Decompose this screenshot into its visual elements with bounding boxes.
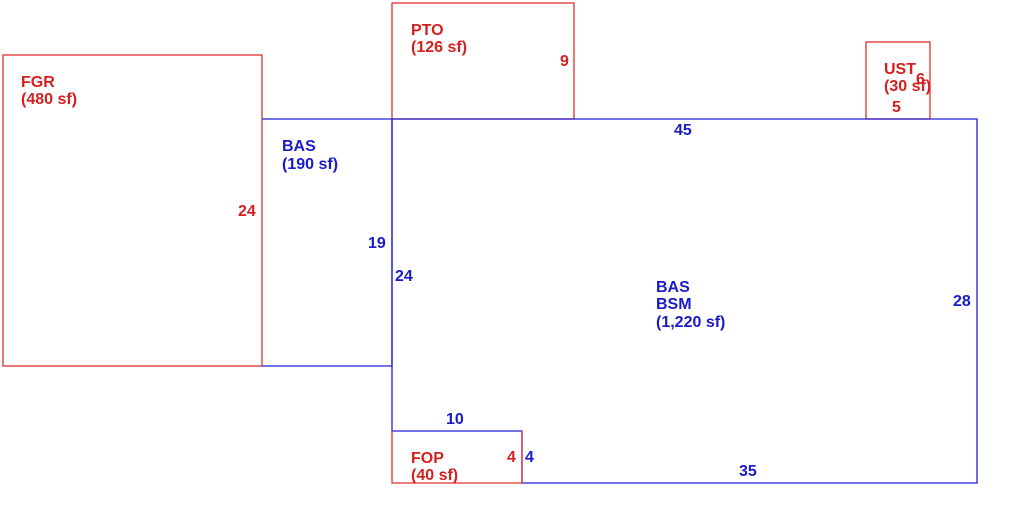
bas-small-code-label: BAS (282, 138, 316, 155)
fgr-area-label: (480 sf) (21, 91, 77, 108)
ust-code-label: UST (884, 61, 916, 78)
bas-main-dim-top: 45 (674, 122, 692, 139)
bas-main-dim-left: 24 (395, 268, 413, 285)
pto-outline (391, 2, 575, 120)
ust-dim-side: 6 (916, 71, 925, 88)
fgr-outline (2, 54, 263, 367)
fop-dim-side: 4 (507, 449, 516, 466)
fop-dim-top: 10 (446, 411, 464, 428)
fop-area-label: (40 sf) (411, 467, 458, 484)
bas-main-dim-notch-side: 4 (525, 449, 534, 466)
ust-area-label: (30 sf) (884, 78, 931, 95)
ust-dim-bottom: 5 (892, 99, 901, 116)
pto-code-label: PTO (411, 22, 444, 39)
pto-area-label: (126 sf) (411, 39, 467, 56)
bas-main-area-label: (1,220 sf) (656, 314, 725, 331)
bas-main-dim-right: 28 (953, 293, 971, 310)
fgr-code-label: FGR (21, 74, 55, 91)
pto-dim-side: 9 (560, 53, 569, 70)
bas-small-dim-side: 19 (368, 235, 386, 252)
fop-code-label: FOP (411, 450, 444, 467)
bas-main-code-label: BAS (656, 279, 690, 296)
fop-outline (391, 431, 523, 484)
bas-main-dim-bottom: 35 (739, 463, 757, 480)
bas-main-code2-label: BSM (656, 296, 692, 313)
fgr-dim-side: 24 (238, 203, 256, 220)
bas-small-area-label: (190 sf) (282, 156, 338, 173)
